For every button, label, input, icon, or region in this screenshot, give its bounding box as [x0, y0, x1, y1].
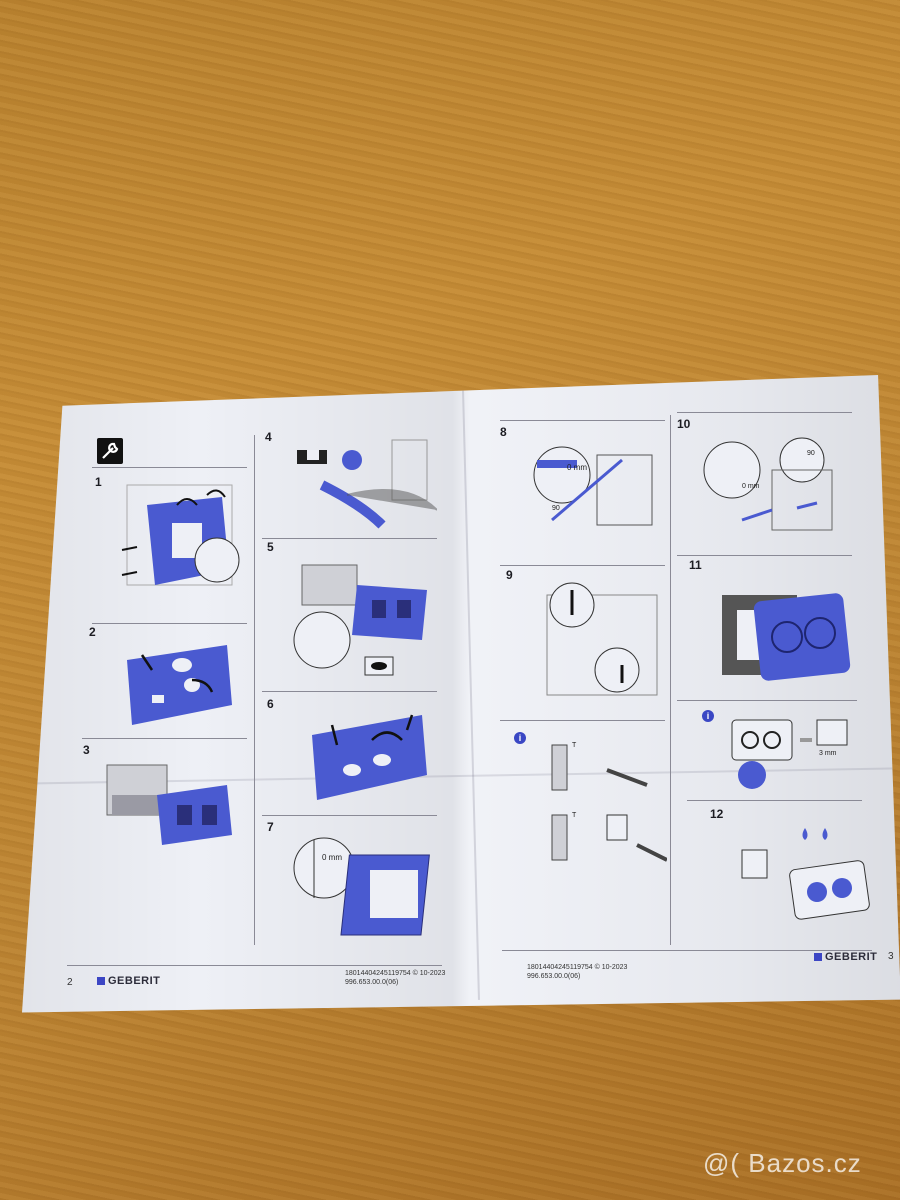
- info-icon: i: [702, 710, 714, 722]
- geberit-logo-left: GEBERIT: [97, 975, 160, 987]
- step-11-illustration: [722, 593, 851, 681]
- step-10-illustration: 0 mm 90: [703, 437, 833, 531]
- step-6-illustration: [312, 714, 427, 800]
- zero-mm-label: 0 mm: [742, 483, 760, 490]
- step-3-illustration: [106, 764, 232, 845]
- step-number: 5: [267, 540, 274, 554]
- step-number: 4: [265, 430, 272, 444]
- zero-mm-label: 0 mm: [322, 853, 342, 862]
- step-number: 6: [267, 697, 274, 711]
- step-9-illustration: [546, 582, 658, 696]
- page-number-right: 3: [888, 951, 894, 962]
- info-icon: i: [514, 732, 526, 744]
- doc-code-right: 18014404245119754 © 10-2023 996.653.00.0…: [527, 964, 628, 980]
- doc-code-left: 18014404245119754 © 10-2023 996.653.00.0…: [345, 970, 446, 986]
- measurement-info-illustration: T T: [551, 742, 667, 862]
- step-number: 10: [677, 417, 691, 431]
- t-label: T: [572, 742, 577, 749]
- step-7-illustration: 0 mm: [293, 837, 430, 936]
- step-number: 9: [506, 568, 513, 582]
- column-divider: [254, 435, 255, 945]
- page-number-left: 2: [67, 977, 73, 988]
- step-12-illustration: [741, 828, 870, 920]
- logo-square-icon: [97, 977, 105, 985]
- zero-mm-label: 0 mm: [567, 463, 587, 472]
- step-number: 11: [689, 558, 702, 572]
- step-number: 12: [710, 807, 724, 821]
- logo-square-icon: [814, 953, 822, 961]
- bazos-watermark: @( Bazos.cz: [703, 1148, 862, 1178]
- instruction-sheet: 1 2 3 4 5 6 7 8 9 10 11 12 i i: [22, 375, 900, 1013]
- step-8-illustration: 0 mm 90: [533, 446, 653, 526]
- angle-label: 90: [552, 505, 560, 512]
- geberit-logo-right: GEBERIT: [814, 951, 877, 963]
- column-divider: [670, 415, 671, 945]
- step-1-illustration: [121, 484, 240, 586]
- step-number: 3: [83, 743, 90, 757]
- step-number: 2: [89, 625, 96, 639]
- step-number: 1: [95, 475, 102, 489]
- step-number: 7: [267, 820, 274, 834]
- t-label: T: [572, 812, 577, 819]
- step-5-illustration: [293, 564, 427, 676]
- flush-plate-info-illustration: 3 mm: [731, 719, 848, 789]
- step-2-illustration: [127, 645, 232, 725]
- three-mm-label: 3 mm: [819, 750, 837, 757]
- angle-label: 90: [807, 450, 815, 457]
- step-number: 8: [500, 425, 507, 439]
- step-4-illustration: [297, 439, 437, 529]
- wrench-icon: [97, 438, 123, 464]
